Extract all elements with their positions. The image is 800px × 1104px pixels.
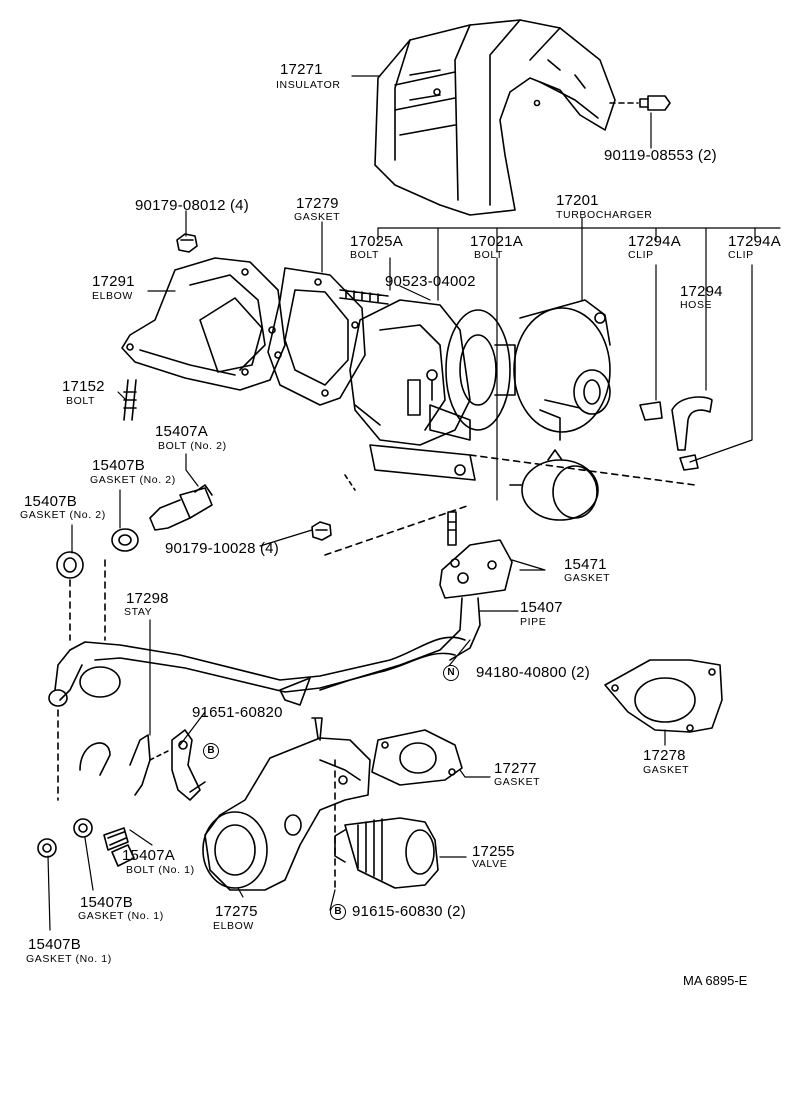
gasket-15471-shape xyxy=(439,511,513,599)
part-17201-name: TURBOCHARGER xyxy=(556,209,653,221)
gasket-17277-shape xyxy=(371,729,463,786)
stay-17298-shape xyxy=(79,729,206,801)
part-15407B-no2b-number: 15407B xyxy=(24,493,77,510)
part-17279-name: GASKET xyxy=(294,211,341,223)
part-15407B-no2b-name: GASKET (No. 2) xyxy=(20,509,106,521)
gasket-15407B-no2-shapes xyxy=(56,528,139,579)
part-90523-number: 90523-04002 xyxy=(385,273,476,290)
elbow-17291-shape xyxy=(121,257,286,391)
part-17275-name: ELBOW xyxy=(213,920,254,932)
part-15407B-no1a-name: GASKET (No. 1) xyxy=(78,910,164,922)
part-17294A-1-name: CLIP xyxy=(628,249,654,261)
part-17255-name: VALVE xyxy=(472,858,508,870)
part-15407-name: PIPE xyxy=(520,616,547,628)
part-17271-name: INSULATOR xyxy=(276,79,341,91)
part-15407A-no2-name: BOLT (No. 2) xyxy=(158,440,227,452)
bolt-15407A-no2-shape xyxy=(149,484,213,531)
nut-90179-10028-shape xyxy=(311,521,332,541)
elbow-17275-shape xyxy=(202,717,371,891)
part-15407A-no1-name: BOLT (No. 1) xyxy=(126,864,195,876)
gasket-17279-shape xyxy=(267,267,366,406)
marker-b-2: B xyxy=(330,904,346,920)
turbocharger-shape xyxy=(324,299,696,556)
part-17278-name: GASKET xyxy=(643,764,690,776)
part-17294-number: 17294 xyxy=(680,283,723,300)
part-15471-number: 15471 xyxy=(564,556,607,573)
part-17025A-name: BOLT xyxy=(350,249,380,261)
pipe-15407-shape xyxy=(48,597,481,707)
marker-n: N xyxy=(443,665,459,681)
part-17025A-number: 17025A xyxy=(350,233,403,250)
part-91615-number: 91615-60830 (2) xyxy=(352,903,466,920)
marker-b-1: B xyxy=(203,743,219,759)
valve-17255-shape xyxy=(334,817,439,889)
part-15471-name: GASKET xyxy=(564,572,611,584)
leader-lines xyxy=(47,75,781,931)
part-17278-number: 17278 xyxy=(643,747,686,764)
part-17021A-name: BOLT xyxy=(474,249,504,261)
part-17277-name: GASKET xyxy=(494,776,541,788)
part-90119-number: 90119-08553 (2) xyxy=(604,147,717,164)
bolt-15407A-no1-shape xyxy=(103,827,135,867)
part-17275-number: 17275 xyxy=(215,903,258,920)
part-17271-number: 17271 xyxy=(280,61,323,78)
part-90179-10028-number: 90179-10028 (4) xyxy=(165,540,279,557)
gasket-17278-shape xyxy=(604,659,723,733)
part-17255-number: 17255 xyxy=(472,843,515,860)
gasket-15407B-no1-shapes xyxy=(37,818,93,858)
nut-90179-08012-shape xyxy=(176,233,198,253)
part-15407B-no1b-name: GASKET (No. 1) xyxy=(26,953,112,965)
part-15407-number: 15407 xyxy=(520,599,563,616)
part-15407A-no1-number: 15407A xyxy=(122,847,175,864)
part-17298-number: 17298 xyxy=(126,590,169,607)
pipe-ref-lines xyxy=(57,559,106,801)
diagram-reference: MA 6895-E xyxy=(683,973,748,988)
part-15407B-no2a-name: GASKET (No. 2) xyxy=(90,474,176,486)
part-17298-name: STAY xyxy=(124,606,153,618)
part-17277-number: 17277 xyxy=(494,760,537,777)
part-17279-number: 17279 xyxy=(296,195,339,212)
part-94180-number: 94180-40800 (2) xyxy=(476,664,590,681)
part-15407A-no2-number: 15407A xyxy=(155,423,208,440)
part-17152-number: 17152 xyxy=(62,378,105,395)
part-17294A-2-name: CLIP xyxy=(728,249,754,261)
part-17291-name: ELBOW xyxy=(92,290,133,302)
part-15407B-no1a-number: 15407B xyxy=(80,894,133,911)
part-17294A-2-number: 17294A xyxy=(728,233,781,250)
bolt-90119-shape xyxy=(609,95,671,111)
hose-clip-shapes xyxy=(639,396,713,471)
part-91651-number: 91651-60820 xyxy=(192,704,283,721)
part-90179-08012-number: 90179-08012 (4) xyxy=(135,197,249,214)
part-17201-number: 17201 xyxy=(556,192,599,209)
part-17294-name: HOSE xyxy=(680,299,713,311)
insulator-shape xyxy=(374,19,616,216)
part-17021A-number: 17021A xyxy=(470,233,523,250)
part-17152-name: BOLT xyxy=(66,395,96,407)
stud-17025A-shape xyxy=(339,289,389,305)
part-17291-number: 17291 xyxy=(92,273,135,290)
part-15407B-no2a-number: 15407B xyxy=(92,457,145,474)
part-15407B-no1b-number: 15407B xyxy=(28,936,81,953)
part-17294A-1-number: 17294A xyxy=(628,233,681,250)
